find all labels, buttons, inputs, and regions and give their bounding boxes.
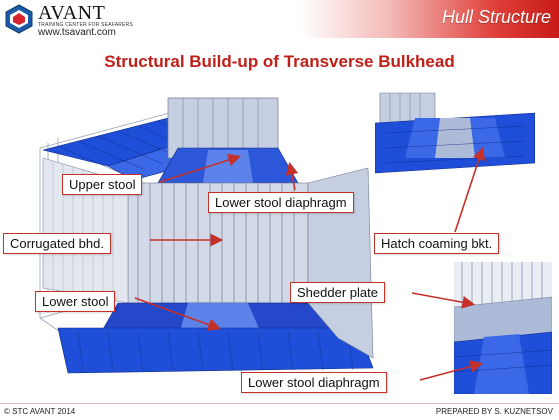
logo-url: www.tsavant.com [38,27,116,38]
footer-divider [0,403,559,404]
label-lower-stool-diaphragm-bottom: Lower stool diaphragm [241,372,387,393]
label-corrugated-bhd: Corrugated bhd. [3,233,111,254]
hatch-coaming-detail-image [375,92,535,174]
label-lower-stool: Lower stool [35,291,116,312]
slide-title: Structural Build-up of Transverse Bulkhe… [104,52,455,71]
section-title: Hull Structure [441,7,551,27]
shedder-plate-detail-image [454,262,552,394]
slide-header: AVANT TRAINING CENTER FOR SEAFARERS www.… [0,0,559,40]
footer-copyright: © STC AVANT 2014 [4,407,76,416]
label-hatch-coaming-bkt: Hatch coaming bkt. [374,233,500,254]
header-band [300,0,559,38]
avant-logo-icon [4,4,34,34]
label-lower-stool-diaphragm-top: Lower stool diaphragm [208,192,354,213]
logo-subtitle: TRAINING CENTER FOR SEAFARERS [38,22,133,28]
bulkhead-structure-image [39,97,374,374]
logo-title: AVANT [38,2,106,24]
footer-prepared-by: PREPARED BY S. KUZNETSOV [435,407,553,416]
label-shedder-plate: Shedder plate [290,282,385,303]
label-upper-stool: Upper stool [62,174,143,195]
